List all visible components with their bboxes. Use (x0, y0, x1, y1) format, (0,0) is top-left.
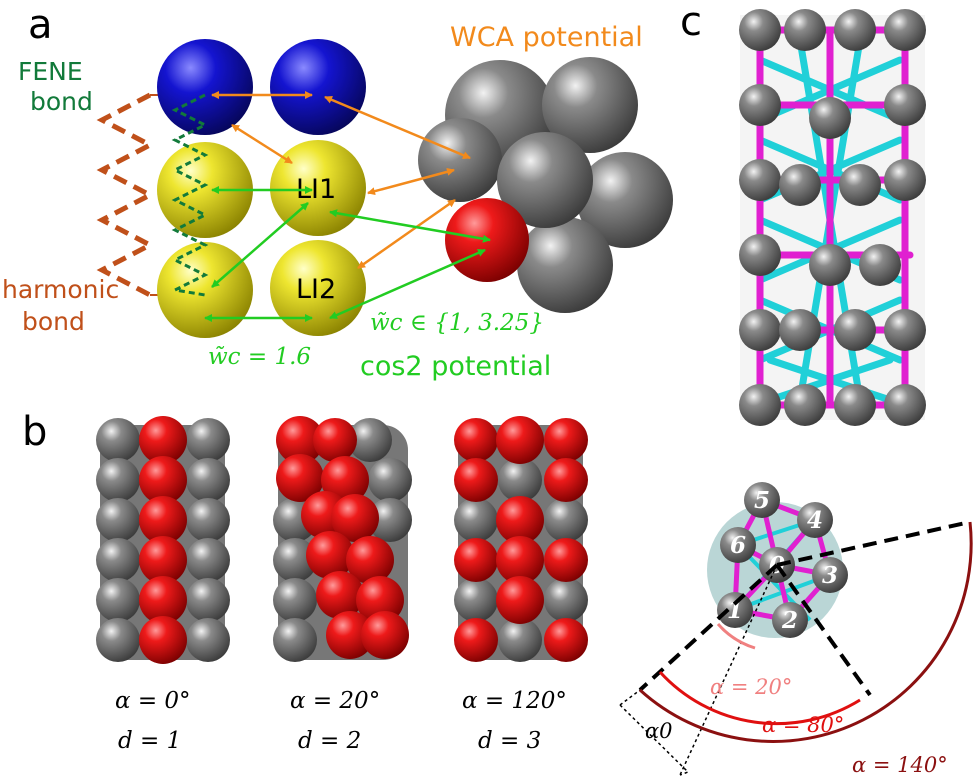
alpha20-label: α = 20° (710, 675, 792, 699)
fene-bond-spring (170, 93, 209, 297)
nanotube-top-view: 0 1 2 3 4 5 6 (707, 482, 848, 638)
caption-alpha-3: α = 120° (462, 688, 567, 714)
arc-alpha-80 (658, 670, 861, 726)
caption-d-1: d = 1 (118, 728, 181, 754)
nanotube-side-view (739, 9, 926, 426)
caption-alpha-1: α = 0° (115, 688, 191, 714)
wc-left-label: w̃c = 1.6 (208, 344, 311, 370)
yellow-bead-3 (157, 242, 253, 338)
bead-number-1: 1 (727, 597, 743, 624)
bead-number-5: 5 (754, 487, 770, 514)
angle-arcs (638, 521, 973, 743)
panel-label-a: a (28, 2, 53, 48)
blue-bead-1 (157, 39, 253, 135)
cylinder-d2 (273, 416, 412, 662)
fene-label-line2: bond (30, 87, 93, 116)
panel-label-c: c (680, 0, 702, 45)
alpha140-label: α = 140° (852, 753, 948, 777)
cylinder-d3 (454, 416, 588, 662)
wc-right-label: w̃c ∈ {1, 3.25} (370, 310, 544, 336)
alpha80-label: α = 80° (762, 713, 844, 737)
arc-alpha-20 (716, 622, 756, 650)
bead-number-4: 4 (807, 507, 823, 534)
bead-number-2: 2 (781, 607, 798, 634)
cluster-particle (418, 57, 673, 313)
cos2-label: cos2 potential (360, 351, 551, 382)
alpha0-label: α0 (645, 719, 673, 743)
harmonic-label-line2: bond (22, 307, 85, 336)
harmonic-label-line1: harmonic (2, 275, 119, 304)
fene-label-line1: FENE (18, 57, 83, 86)
caption-d-2: d = 2 (298, 728, 361, 754)
bead-number-3: 3 (822, 562, 838, 589)
cylinder-d1 (96, 416, 230, 664)
wca-label: WCA potential (450, 22, 643, 53)
arc-alpha-140 (638, 521, 973, 743)
blue-bead-2 (270, 39, 366, 135)
angle-rays (619, 520, 971, 776)
panel-label-b: b (22, 409, 47, 455)
cos2-arrows (204, 186, 491, 322)
caption-d-3: d = 3 (478, 728, 541, 754)
caption-alpha-2: α = 20° (290, 688, 380, 714)
bead-number-6: 6 (730, 532, 746, 559)
li2-label: LI2 (296, 274, 336, 305)
